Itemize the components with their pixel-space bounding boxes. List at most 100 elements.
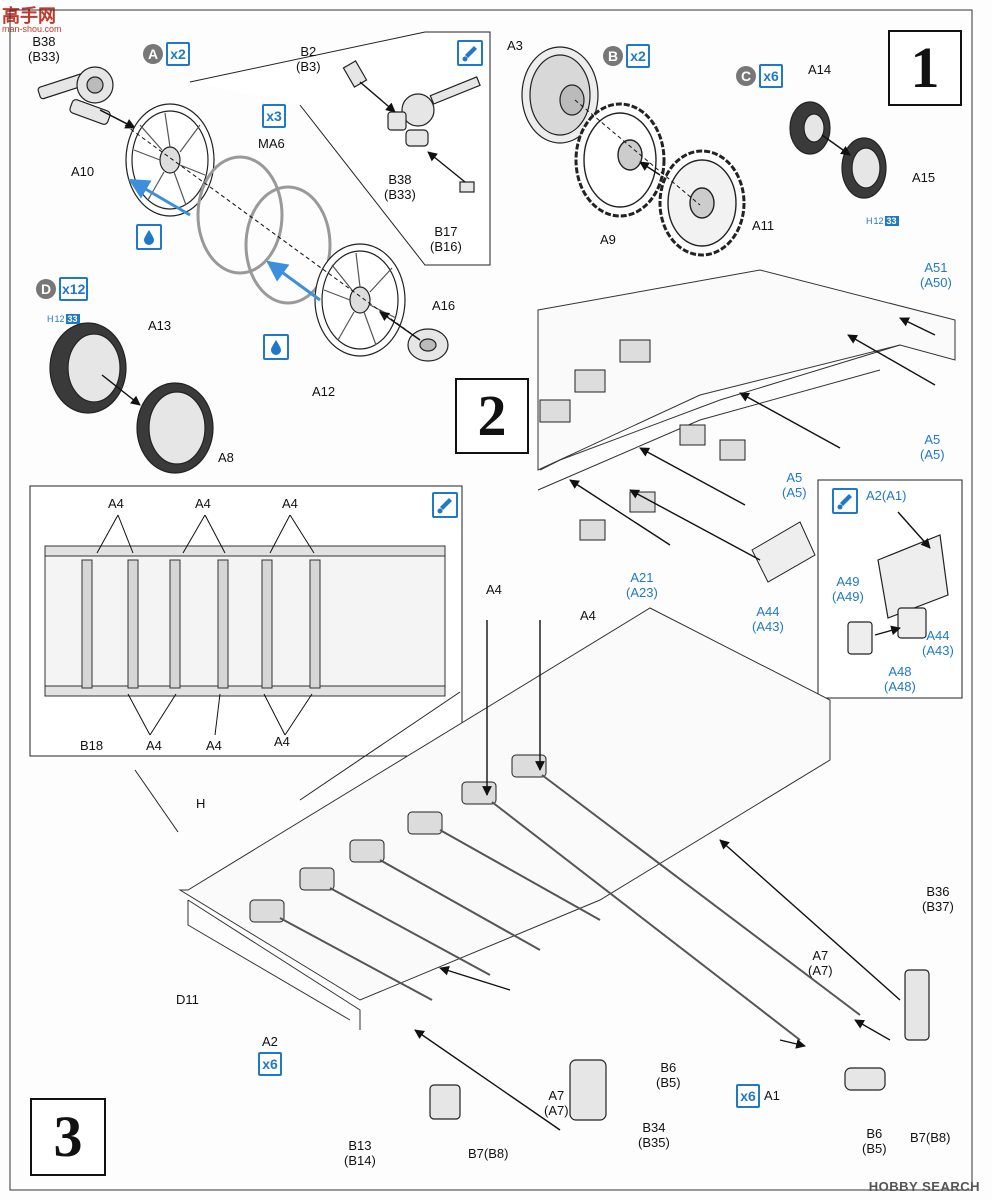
site-logo: 高手网 (2, 6, 56, 26)
label-a7-left: A7 (A7) (544, 1088, 569, 1118)
torsion-bars (279, 774, 861, 1041)
subassembly-a-qty: x2 (166, 42, 190, 66)
a16-hubcap (407, 328, 449, 362)
paint-code-number: 12 (54, 314, 65, 324)
ma6-rings (196, 155, 332, 305)
label-b34: B34 (B35) (638, 1120, 670, 1150)
cement-icon (832, 488, 858, 514)
label-b36: B36 (B37) (922, 884, 954, 914)
a14-roadwheel (789, 101, 831, 155)
label-a13: A13 (148, 318, 172, 333)
label-a44: A44 (A43) (752, 604, 784, 634)
hull-bottom-view (44, 545, 446, 697)
a11-sprocket (658, 149, 746, 257)
label-a1: A1 (764, 1088, 780, 1103)
label-a2-inset: A2(A1) (866, 488, 907, 503)
label-b38-top: B38 (B33) (28, 34, 60, 64)
label-b13: B13 (B14) (344, 1138, 376, 1168)
label-b7-right: B7(B8) (910, 1130, 951, 1145)
label-a44-inset: A44 (A43) (922, 628, 954, 658)
subassembly-d-badge: D (36, 279, 56, 299)
label-a5-lower: A5 (A5) (782, 470, 807, 500)
b7-swing-arms (429, 969, 930, 1121)
a9-sprocket (574, 102, 666, 218)
label-a4-main-1: A4 (486, 582, 502, 597)
label-a4-bottom-1: A4 (146, 738, 162, 753)
subassembly-c-badge: C (736, 66, 756, 86)
subassembly-d-qty: x12 (59, 277, 89, 301)
label-a21: A21 (A23) (626, 570, 658, 600)
label-a2: A2 (262, 1034, 278, 1049)
label-b7-left: B7(B8) (468, 1146, 509, 1161)
paint-code-box: 33 (65, 314, 80, 324)
label-b6-right: B6 (B5) (862, 1126, 887, 1156)
b38-spindle-detail (342, 60, 481, 193)
step-3-number: 3 (30, 1098, 106, 1176)
ma6-qty: x3 (262, 104, 286, 128)
label-a4-top-3: A4 (282, 496, 298, 511)
paint-code-box: 33 (884, 216, 899, 226)
label-a9: A9 (600, 232, 616, 247)
label-a51: A51 (A50) (920, 260, 952, 290)
site-url: man-shou.com (2, 24, 62, 34)
cement-icon (457, 40, 483, 66)
subassembly-b-badge: B (603, 46, 623, 66)
suspension-mounts-2 (539, 339, 746, 541)
c-paint-code: H 12 33 (866, 216, 899, 226)
subassembly-b-qty: x2 (626, 44, 650, 68)
label-a12: A12 (312, 384, 336, 399)
label-a4-bottom-2: A4 (206, 738, 222, 753)
hull-main (178, 607, 831, 1030)
subassembly-a-badge: A (143, 44, 163, 64)
torsion-bars-view (81, 559, 321, 689)
a15-roadwheel (841, 137, 887, 199)
label-d11: D11 (176, 992, 199, 1007)
a2-qty: x6 (258, 1052, 282, 1076)
label-a11: A11 (752, 218, 775, 233)
label-b2: B2 (B3) (296, 44, 321, 74)
a44-plate-detail (847, 534, 949, 655)
paint-code-prefix: H (866, 216, 873, 226)
label-b6-mid: B6 (B5) (656, 1060, 681, 1090)
label-a4-top-2: A4 (195, 496, 211, 511)
label-a4-bottom-3: A4 (274, 734, 290, 749)
label-b38-inset: B38 (B33) (384, 172, 416, 202)
paint-code-prefix: H (47, 314, 54, 324)
a1-qty: x6 (736, 1084, 760, 1108)
a12-wheel (314, 243, 406, 357)
label-a48: A48 (A48) (884, 664, 916, 694)
label-a10: A10 (71, 164, 95, 179)
a44-plate (751, 521, 816, 583)
paint-code-number: 12 (873, 216, 884, 226)
a8-roadwheel (136, 382, 214, 474)
label-h: H (196, 796, 206, 811)
brand-watermark: HOBBY SEARCH (868, 1179, 980, 1194)
label-a15: A15 (912, 170, 936, 185)
label-b18: B18 (80, 738, 104, 753)
suspension-arms-row (249, 754, 547, 923)
step-2-number: 2 (455, 378, 529, 454)
label-a4-main-2: A4 (580, 608, 596, 623)
label-a7-right: A7 (A7) (808, 948, 833, 978)
b38-spindle (37, 66, 114, 125)
label-a16: A16 (432, 298, 456, 313)
paint-drop-icon (136, 224, 162, 250)
a13-roadwheel (49, 322, 127, 414)
label-a14: A14 (808, 62, 832, 77)
label-ma6: MA6 (258, 136, 285, 151)
label-a3: A3 (507, 38, 523, 53)
paint-drop-icon (263, 334, 289, 360)
cement-icon (432, 492, 458, 518)
label-a5-upper: A5 (A5) (920, 432, 945, 462)
a4-arrows (96, 514, 315, 736)
a3-sprocket-hub (521, 46, 599, 144)
label-a4-top-1: A4 (108, 496, 124, 511)
subassembly-c-qty: x6 (759, 64, 783, 88)
label-a8: A8 (218, 450, 234, 465)
step-1-number: 1 (888, 30, 962, 106)
label-a49: A49 (A49) (832, 574, 864, 604)
hull-side-panel (537, 269, 956, 491)
label-b17: B17 (B16) (430, 224, 462, 254)
